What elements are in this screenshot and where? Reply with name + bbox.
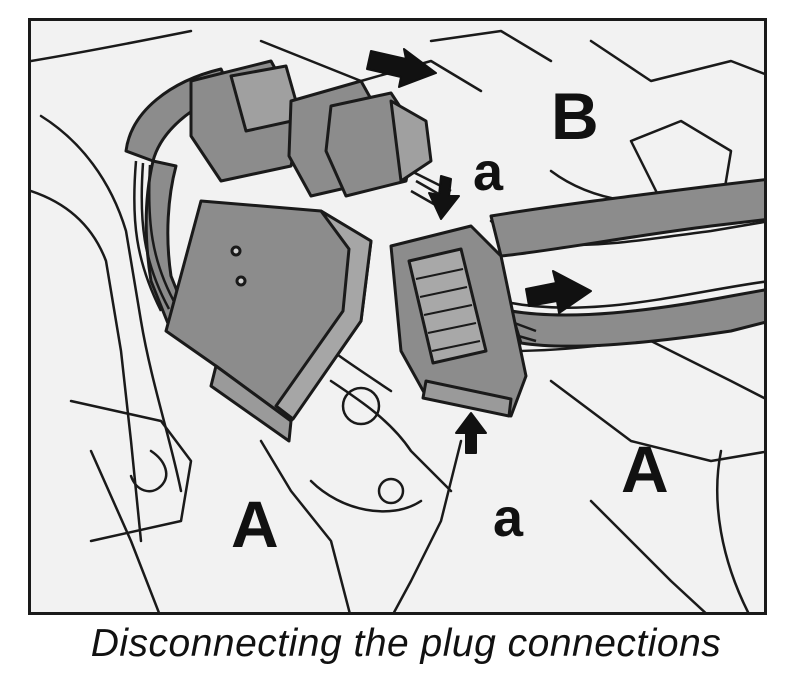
arrow-release-bottom	[455, 412, 487, 454]
arrow-release-top	[428, 175, 460, 220]
callout-b: B	[551, 79, 599, 153]
arrow-top-push	[366, 48, 437, 88]
harness-plug-housings	[189, 59, 433, 198]
engine-bay-illustration	[31, 29, 764, 612]
arrow-right-pull	[525, 270, 592, 314]
callout-a-left-connector: A	[231, 487, 279, 561]
callout-a-right-connector: A	[621, 432, 669, 506]
connector-left	[164, 199, 373, 443]
connector-right	[389, 224, 528, 418]
figure-caption: Disconnecting the plug connections	[90, 622, 722, 665]
arrows	[366, 48, 592, 454]
figure-frame: B a a A A	[28, 18, 767, 615]
callout-a-top: a	[473, 142, 504, 202]
callout-a-bottom: a	[493, 488, 524, 548]
